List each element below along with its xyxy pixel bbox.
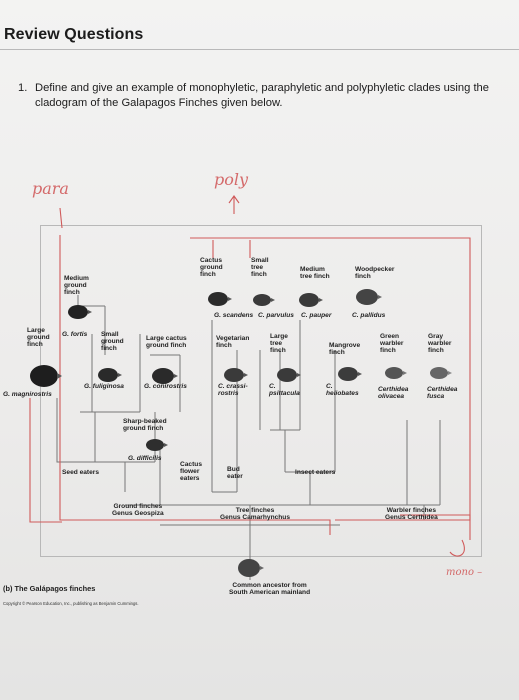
vegetarian-finch-icon bbox=[224, 368, 248, 382]
label-woodpecker-finch: Woodpecker finch bbox=[355, 266, 395, 280]
small-ground-finch-icon bbox=[98, 368, 122, 382]
genus-warbler-finches: Warbler finches Genus Certhidea bbox=[385, 507, 438, 521]
group-insect-eaters: Insect eaters bbox=[295, 469, 336, 476]
question-text: Define and give an example of monophylet… bbox=[35, 82, 489, 109]
label-green-warbler-finch: Green warbler finch bbox=[380, 333, 404, 354]
species-c-pallidus: C. pallidus bbox=[352, 312, 386, 319]
label-large-ground-finch: Large ground finch bbox=[27, 327, 50, 348]
label-large-cactus-ground-finch: Large cactus ground finch bbox=[146, 335, 187, 349]
cladogram-lines bbox=[56, 295, 441, 580]
small-tree-finch-icon bbox=[253, 294, 275, 306]
figure-frame bbox=[40, 225, 482, 557]
question-number: 1. bbox=[18, 82, 28, 94]
medium-ground-finch-icon bbox=[68, 305, 92, 319]
label-large-tree-finch: Large tree finch bbox=[270, 333, 288, 354]
species-c-pauper: C. pauper bbox=[301, 312, 332, 319]
gray-warbler-finch-icon bbox=[430, 367, 452, 379]
label-medium-ground-finch: Medium ground finch bbox=[64, 275, 89, 296]
species-c-heliobates: C. heliobates bbox=[326, 383, 359, 397]
species-g-conirostris: G. conirostris bbox=[144, 383, 187, 390]
cactus-ground-finch-icon bbox=[208, 292, 232, 306]
red-pen-marks bbox=[29, 195, 471, 557]
green-warbler-finch-icon bbox=[385, 367, 407, 379]
group-cactus-flower-eaters: Cactus flower eaters bbox=[180, 461, 202, 482]
sharp-beaked-ground-finch-icon bbox=[146, 439, 168, 451]
page-title: Review Questions bbox=[4, 26, 144, 43]
woodpecker-finch-icon bbox=[356, 289, 382, 305]
label-medium-tree-finch: Medium tree finch bbox=[300, 266, 330, 280]
figure-caption: (b) The Galápagos finches bbox=[3, 584, 96, 593]
label-sharp-beaked-ground-finch: Sharp-beaked ground finch bbox=[123, 418, 167, 432]
species-g-fuliginosa: G. fuliginosa bbox=[84, 383, 124, 390]
para-annotation: para bbox=[32, 179, 69, 198]
label-cactus-ground-finch: Cactus ground finch bbox=[200, 257, 223, 278]
figure-copyright: Copyright © Pearson Education, Inc., pub… bbox=[3, 601, 139, 606]
group-bud-eater: Bud eater bbox=[227, 466, 243, 480]
label-small-ground-finch: Small ground finch bbox=[101, 331, 124, 352]
mono-annotation: mono – bbox=[446, 567, 483, 578]
species-g-scandens: G. scandens bbox=[214, 312, 254, 319]
genus-tree-finches: Tree finches Genus Camarhynchus bbox=[220, 507, 290, 521]
poly-annotation: poly bbox=[214, 170, 249, 189]
genus-ground-finches: Ground finches Genus Geospiza bbox=[112, 503, 164, 517]
species-c-crassirostris: C. crassi- rostris bbox=[218, 383, 248, 397]
species-g-fortis: G. fortis bbox=[62, 331, 88, 338]
label-vegetarian-finch: Vegetarian finch bbox=[216, 335, 250, 349]
heading-divider bbox=[0, 49, 519, 50]
mangrove-finch-icon bbox=[338, 367, 362, 381]
label-small-tree-finch: Small tree finch bbox=[251, 257, 269, 278]
large-tree-finch-icon bbox=[277, 368, 301, 382]
common-ancestor-icon bbox=[238, 559, 264, 577]
species-g-magnirostris: G. magnirostris bbox=[3, 391, 52, 398]
label-mangrove-finch: Mangrove finch bbox=[329, 342, 361, 356]
medium-tree-finch-icon bbox=[299, 293, 323, 307]
species-g-difficilis: G. difficilis bbox=[128, 455, 162, 462]
common-ancestor-label: Common ancestor from South American main… bbox=[229, 582, 311, 596]
label-gray-warbler-finch: Gray warbler finch bbox=[428, 333, 452, 354]
large-ground-finch-icon bbox=[30, 365, 62, 387]
species-certhidea-olivacea: Certhidea olivacea bbox=[378, 386, 409, 400]
species-c-parvulus: C. parvulus bbox=[258, 312, 294, 319]
species-certhidea-fusca: Certhidea fusca bbox=[427, 386, 458, 400]
large-cactus-ground-finch-icon bbox=[152, 368, 178, 384]
group-seed-eaters: Seed eaters bbox=[62, 469, 100, 476]
species-c-psittacula: C. psittacula bbox=[269, 383, 300, 397]
